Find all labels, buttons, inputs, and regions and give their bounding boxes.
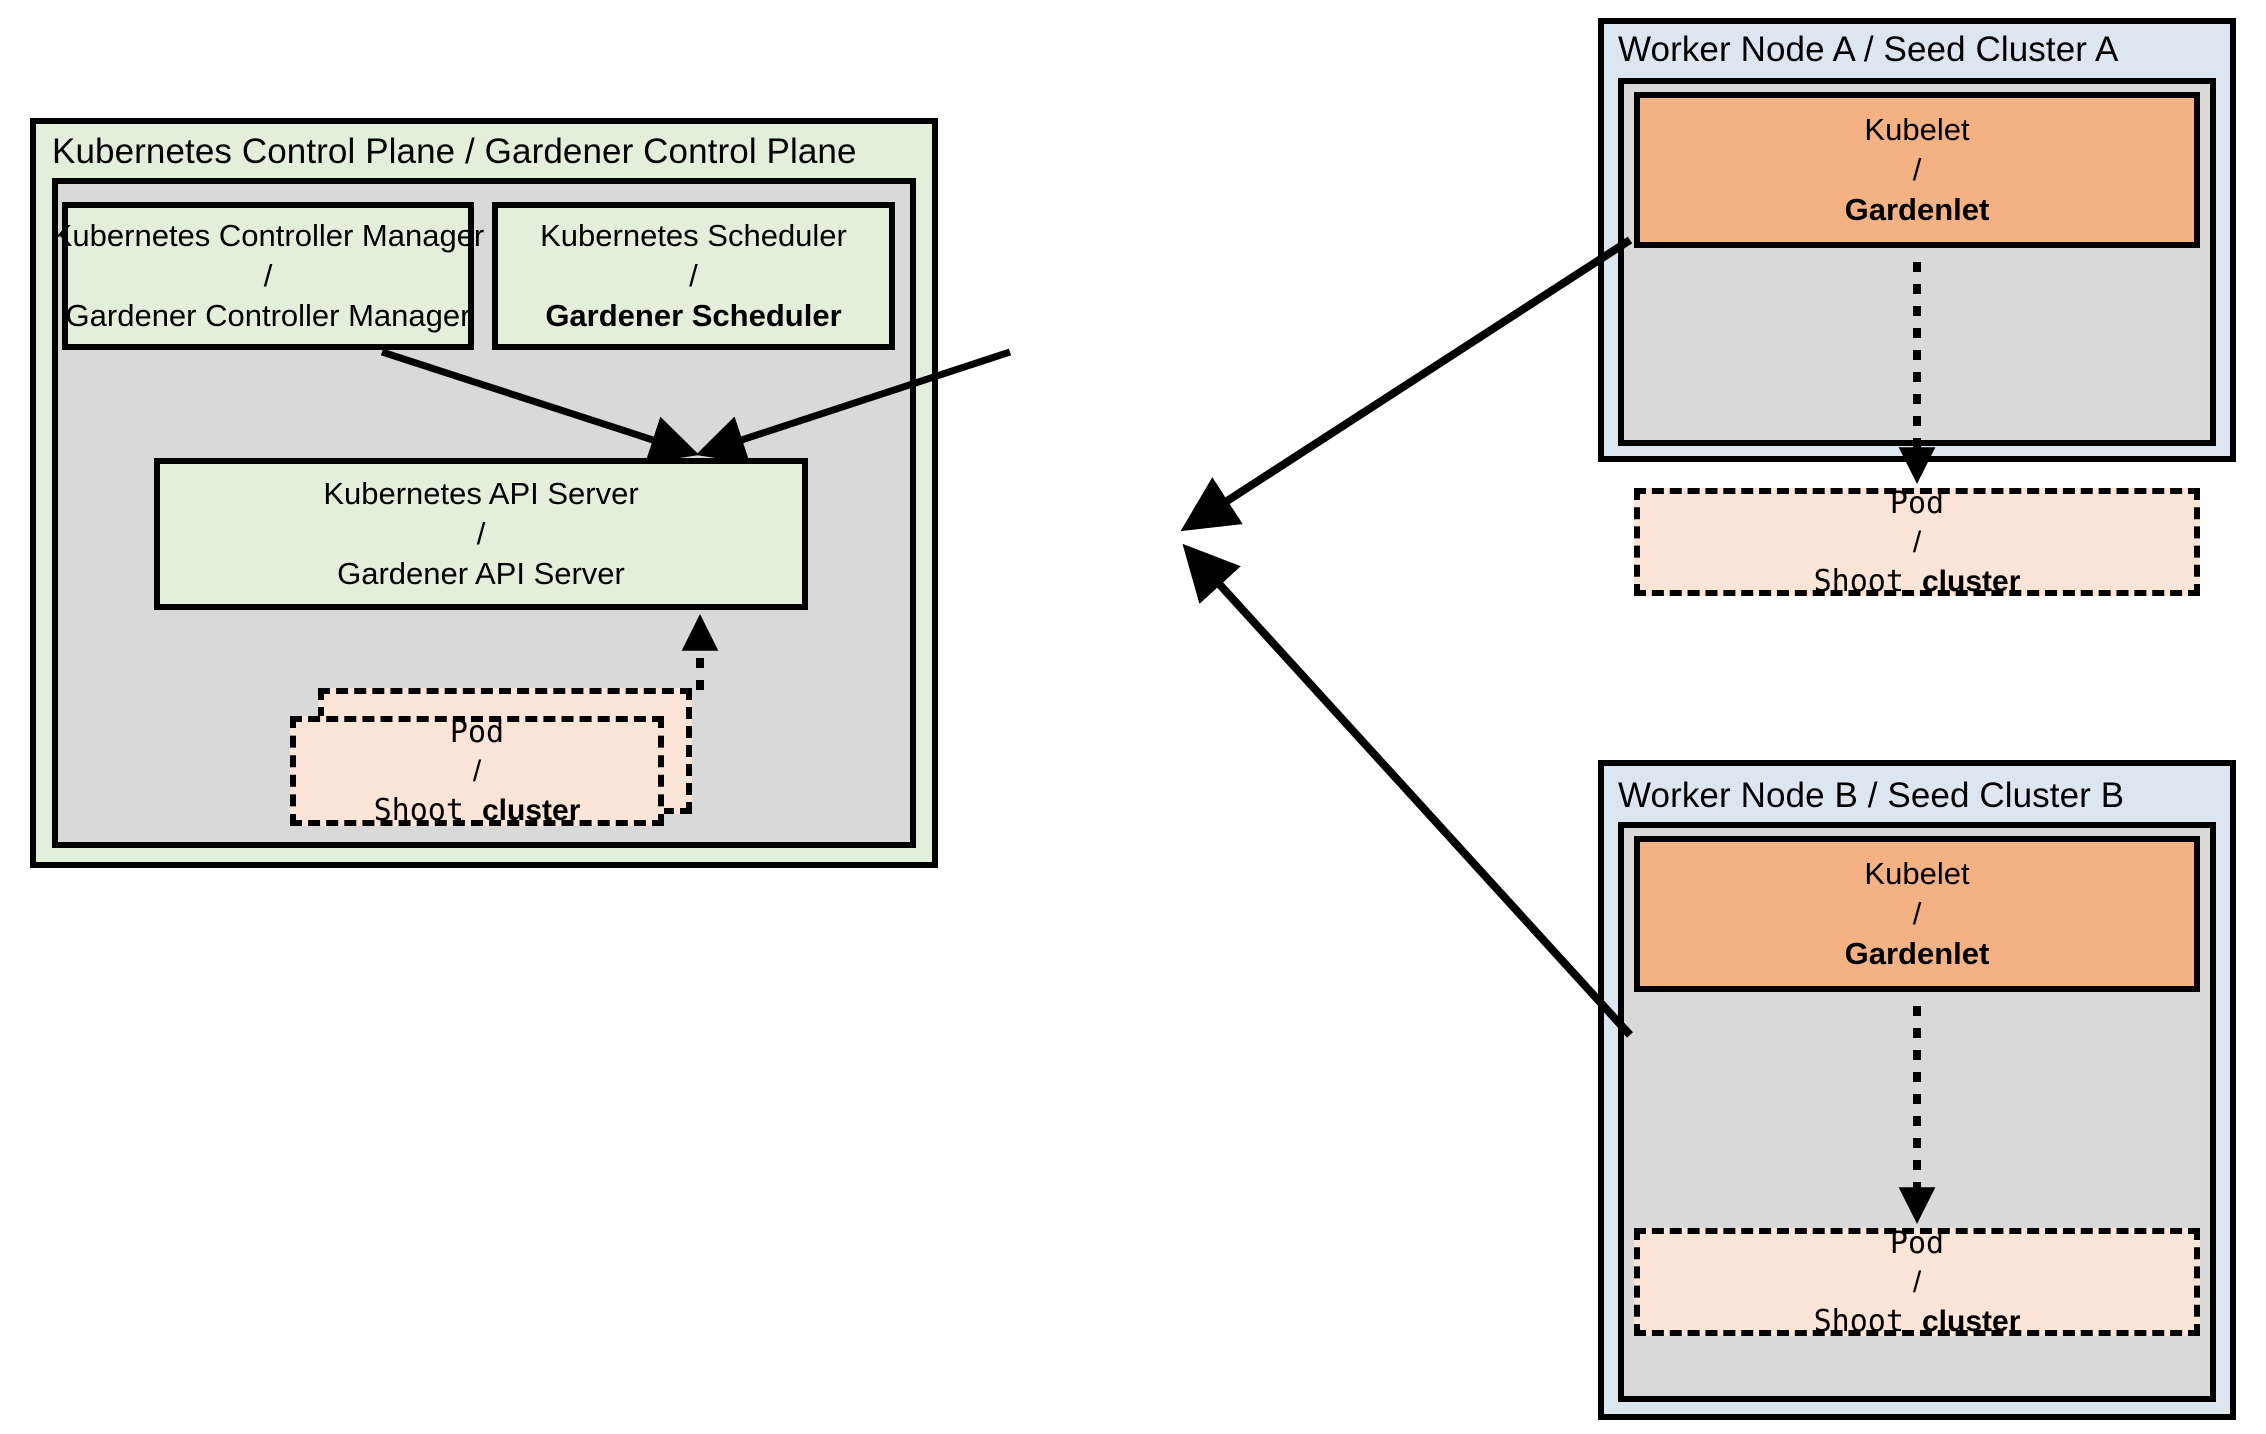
- worker-node-a-kubelet-separator: /: [1912, 152, 1922, 188]
- kubernetes-api-server-box[interactable]: Kubernetes API Server / Gardener API Ser…: [154, 458, 808, 610]
- arrow-gardenlet-a-to-api-server: [1180, 236, 1633, 532]
- worker-node-b-kubelet-line2: Gardenlet: [1844, 935, 1990, 971]
- control-plane-pod-label: Pod / Shoot cluster: [374, 713, 581, 830]
- arrow-gardenlet-b-to-api-server: [1182, 543, 1633, 1038]
- worker-node-b-pod-label: Pod / Shoot cluster: [1814, 1224, 2021, 1341]
- worker-node-a-kubelet-label: Kubelet / Gardenlet: [1845, 110, 1990, 229]
- worker-node-a-kubelet-line2: Gardenlet: [1844, 191, 1990, 227]
- worker-node-b-pod-line2: Shoot cluster: [1814, 1302, 2021, 1341]
- worker-node-b-kubelet-separator: /: [1912, 896, 1922, 932]
- worker-node-a-pod-separator: /: [1912, 525, 1922, 559]
- controller-manager-label: Kubernetes Controller Manager / Gardener…: [52, 216, 485, 335]
- control-plane-pod-line2: Shoot cluster: [374, 791, 581, 830]
- controller-manager-line1: Kubernetes Controller Manager: [51, 218, 485, 254]
- api-server-label: Kubernetes API Server / Gardener API Ser…: [323, 474, 638, 593]
- api-server-separator: /: [476, 516, 486, 552]
- worker-node-a-pod-line2: Shoot cluster: [1814, 562, 2021, 601]
- control-plane-pod-line1: Pod: [449, 714, 505, 750]
- worker-node-b-kubelet-label: Kubelet / Gardenlet: [1845, 854, 1990, 973]
- worker-node-b-title: Worker Node B / Seed Cluster B: [1618, 776, 2125, 815]
- scheduler-label: Kubernetes Scheduler / Gardener Schedule…: [540, 216, 847, 335]
- controller-manager-separator: /: [263, 258, 273, 294]
- api-server-line1: Kubernetes API Server: [323, 476, 639, 512]
- worker-node-a-pod-label: Pod / Shoot cluster: [1814, 484, 2021, 601]
- worker-node-b-pod-line2-prefix: Shoot: [1813, 1303, 1922, 1339]
- scheduler-line2: Gardener Scheduler: [545, 297, 842, 333]
- worker-node-a-pod-box[interactable]: Pod / Shoot cluster: [1634, 486, 2200, 599]
- worker-node-a-kubelet-box[interactable]: Kubelet / Gardenlet: [1634, 92, 2200, 248]
- control-plane-pod-line2-prefix: Shoot: [373, 792, 482, 828]
- control-plane-pod-box[interactable]: Pod / Shoot cluster: [290, 715, 664, 828]
- control-plane-pod-line2-bold: cluster: [481, 793, 581, 827]
- kubernetes-scheduler-box[interactable]: Kubernetes Scheduler / Gardener Schedule…: [492, 202, 895, 350]
- scheduler-separator: /: [689, 258, 698, 294]
- api-server-line2: Gardener API Server: [337, 555, 625, 591]
- worker-node-b-pod-box[interactable]: Pod / Shoot cluster: [1634, 1226, 2200, 1339]
- worker-node-b-pod-separator: /: [1912, 1265, 1922, 1299]
- worker-node-b-pod-line2-bold: cluster: [1921, 1304, 2021, 1338]
- control-plane-pod-separator: /: [472, 754, 482, 788]
- kubernetes-controller-manager-box[interactable]: Kubernetes Controller Manager / Gardener…: [52, 202, 484, 350]
- worker-node-a-title: Worker Node A / Seed Cluster A: [1618, 30, 2119, 69]
- scheduler-line1: Kubernetes Scheduler: [540, 218, 847, 254]
- worker-node-a-pod-line1: Pod: [1889, 485, 1945, 521]
- controller-manager-line2: Gardener Controller Manager: [65, 297, 471, 333]
- worker-node-b-kubelet-line1: Kubelet: [1864, 856, 1970, 892]
- control-plane-title: Kubernetes Control Plane / Gardener Cont…: [52, 132, 857, 171]
- worker-node-a-kubelet-line1: Kubelet: [1864, 112, 1970, 148]
- worker-node-b-kubelet-box[interactable]: Kubelet / Gardenlet: [1634, 836, 2200, 992]
- worker-node-a-pod-line2-bold: cluster: [1921, 564, 2021, 598]
- worker-node-a-pod-line2-prefix: Shoot: [1813, 563, 1922, 599]
- worker-node-b-pod-line1: Pod: [1889, 1225, 1945, 1261]
